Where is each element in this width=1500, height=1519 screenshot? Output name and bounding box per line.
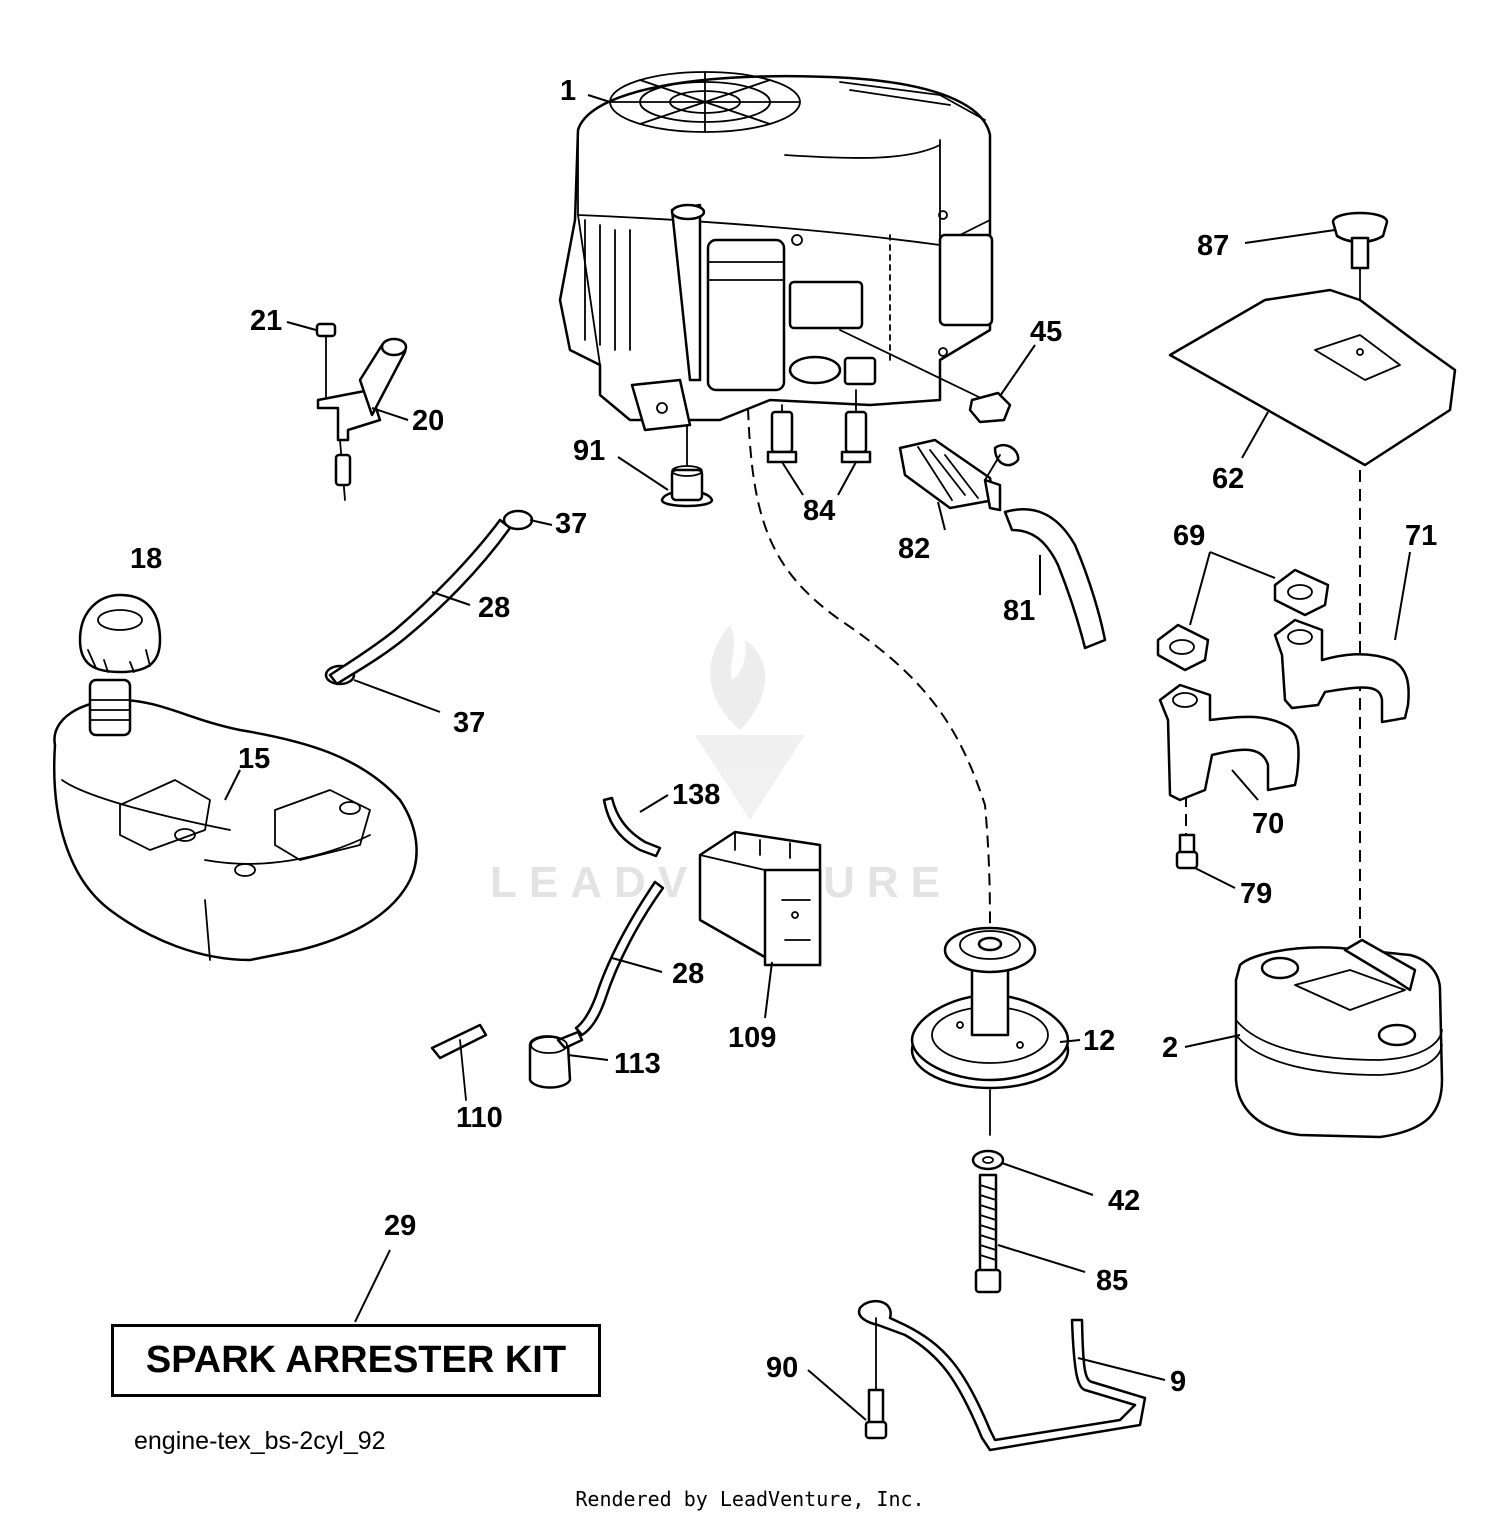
part-42-washer[interactable]	[971, 1149, 1005, 1171]
callout-109: 109	[728, 1022, 776, 1054]
part-138-vent-hose[interactable]	[602, 796, 662, 858]
part-71-exhaust-pipe[interactable]	[1273, 618, 1410, 724]
callout-29: 29	[384, 1210, 416, 1242]
part-91-bushing[interactable]	[660, 424, 714, 508]
drawing-code: engine-tex_bs-2cyl_92	[134, 1427, 386, 1455]
callout-79: 79	[1240, 878, 1272, 910]
part-18-fuel-cap[interactable]	[78, 593, 162, 674]
part-81-drain-hose[interactable]	[1003, 508, 1107, 650]
part-12-engine-pulley[interactable]	[910, 926, 1070, 1136]
leader-lines	[224, 94, 1411, 1421]
callout-138: 138	[672, 779, 720, 811]
callout-110: 110	[456, 1102, 503, 1134]
part-28-fuel-hose-upper[interactable]	[328, 518, 512, 686]
callout-82: 82	[898, 533, 930, 565]
part-69-gasket-lower[interactable]	[1156, 623, 1210, 672]
callout-15: 15	[238, 743, 270, 775]
part-113-elbow-fitting[interactable]	[528, 1030, 584, 1089]
callout-85: 85	[1096, 1265, 1128, 1297]
part-21-bolt[interactable]	[315, 322, 337, 401]
part-9-rod[interactable]	[857, 1299, 1147, 1452]
callout-37-lower: 37	[453, 707, 485, 739]
assembly-line-pulley	[747, 407, 991, 936]
part-79-bolt[interactable]	[1175, 833, 1199, 870]
part-85-bolt[interactable]	[974, 1173, 1002, 1294]
callout-21: 21	[250, 305, 282, 337]
part-69-gasket-upper[interactable]	[1273, 568, 1330, 617]
part-45-nut[interactable]	[839, 329, 1012, 424]
callout-81: 81	[1003, 595, 1035, 627]
callout-9: 9	[1170, 1366, 1186, 1398]
callout-37-upper: 37	[555, 508, 587, 540]
callout-12: 12	[1083, 1025, 1115, 1057]
callout-42: 42	[1108, 1185, 1140, 1217]
callout-87: 87	[1197, 230, 1229, 262]
callout-20: 20	[412, 405, 444, 437]
callout-2: 2	[1162, 1032, 1178, 1064]
spark-arrester-kit-label: SPARK ARRESTER KIT	[145, 1339, 567, 1381]
part-84-bolts[interactable]	[766, 389, 872, 464]
watermark-logo	[695, 625, 805, 820]
engine[interactable]	[558, 71, 994, 432]
spark-arrester-kit-box: SPARK ARRESTER KIT	[111, 1324, 601, 1397]
part-15-fuel-tank[interactable]	[53, 678, 418, 962]
callout-84: 84	[803, 495, 835, 527]
part-70-exhaust-pipe[interactable]	[1158, 683, 1300, 802]
part-110-fitting[interactable]	[430, 1023, 488, 1101]
callout-90: 90	[766, 1352, 798, 1384]
callout-71: 71	[1405, 520, 1437, 552]
callout-18: 18	[130, 543, 162, 575]
callout-28-upper: 28	[478, 592, 510, 624]
callout-28-lower: 28	[672, 958, 704, 990]
part-28-fuel-hose-lower[interactable]	[574, 880, 665, 1037]
part-82-drain-valve[interactable]	[898, 438, 1020, 512]
part-109-evap-canister[interactable]	[698, 830, 822, 967]
callout-70: 70	[1252, 808, 1284, 840]
part-87-knob[interactable]	[1331, 211, 1389, 270]
footer-credit: Rendered by LeadVenture, Inc.	[575, 1487, 925, 1511]
part-90-bolt[interactable]	[864, 1317, 888, 1440]
callout-91: 91	[573, 435, 605, 467]
callout-113: 113	[614, 1048, 661, 1080]
part-20-throttle-control[interactable]	[316, 337, 408, 501]
part-62-heat-shield[interactable]	[1168, 288, 1457, 467]
callout-45: 45	[1030, 316, 1062, 348]
callout-62: 62	[1212, 463, 1244, 495]
callout-69: 69	[1173, 520, 1205, 552]
callout-1: 1	[560, 75, 576, 107]
part-2-muffler[interactable]	[1234, 938, 1444, 1139]
